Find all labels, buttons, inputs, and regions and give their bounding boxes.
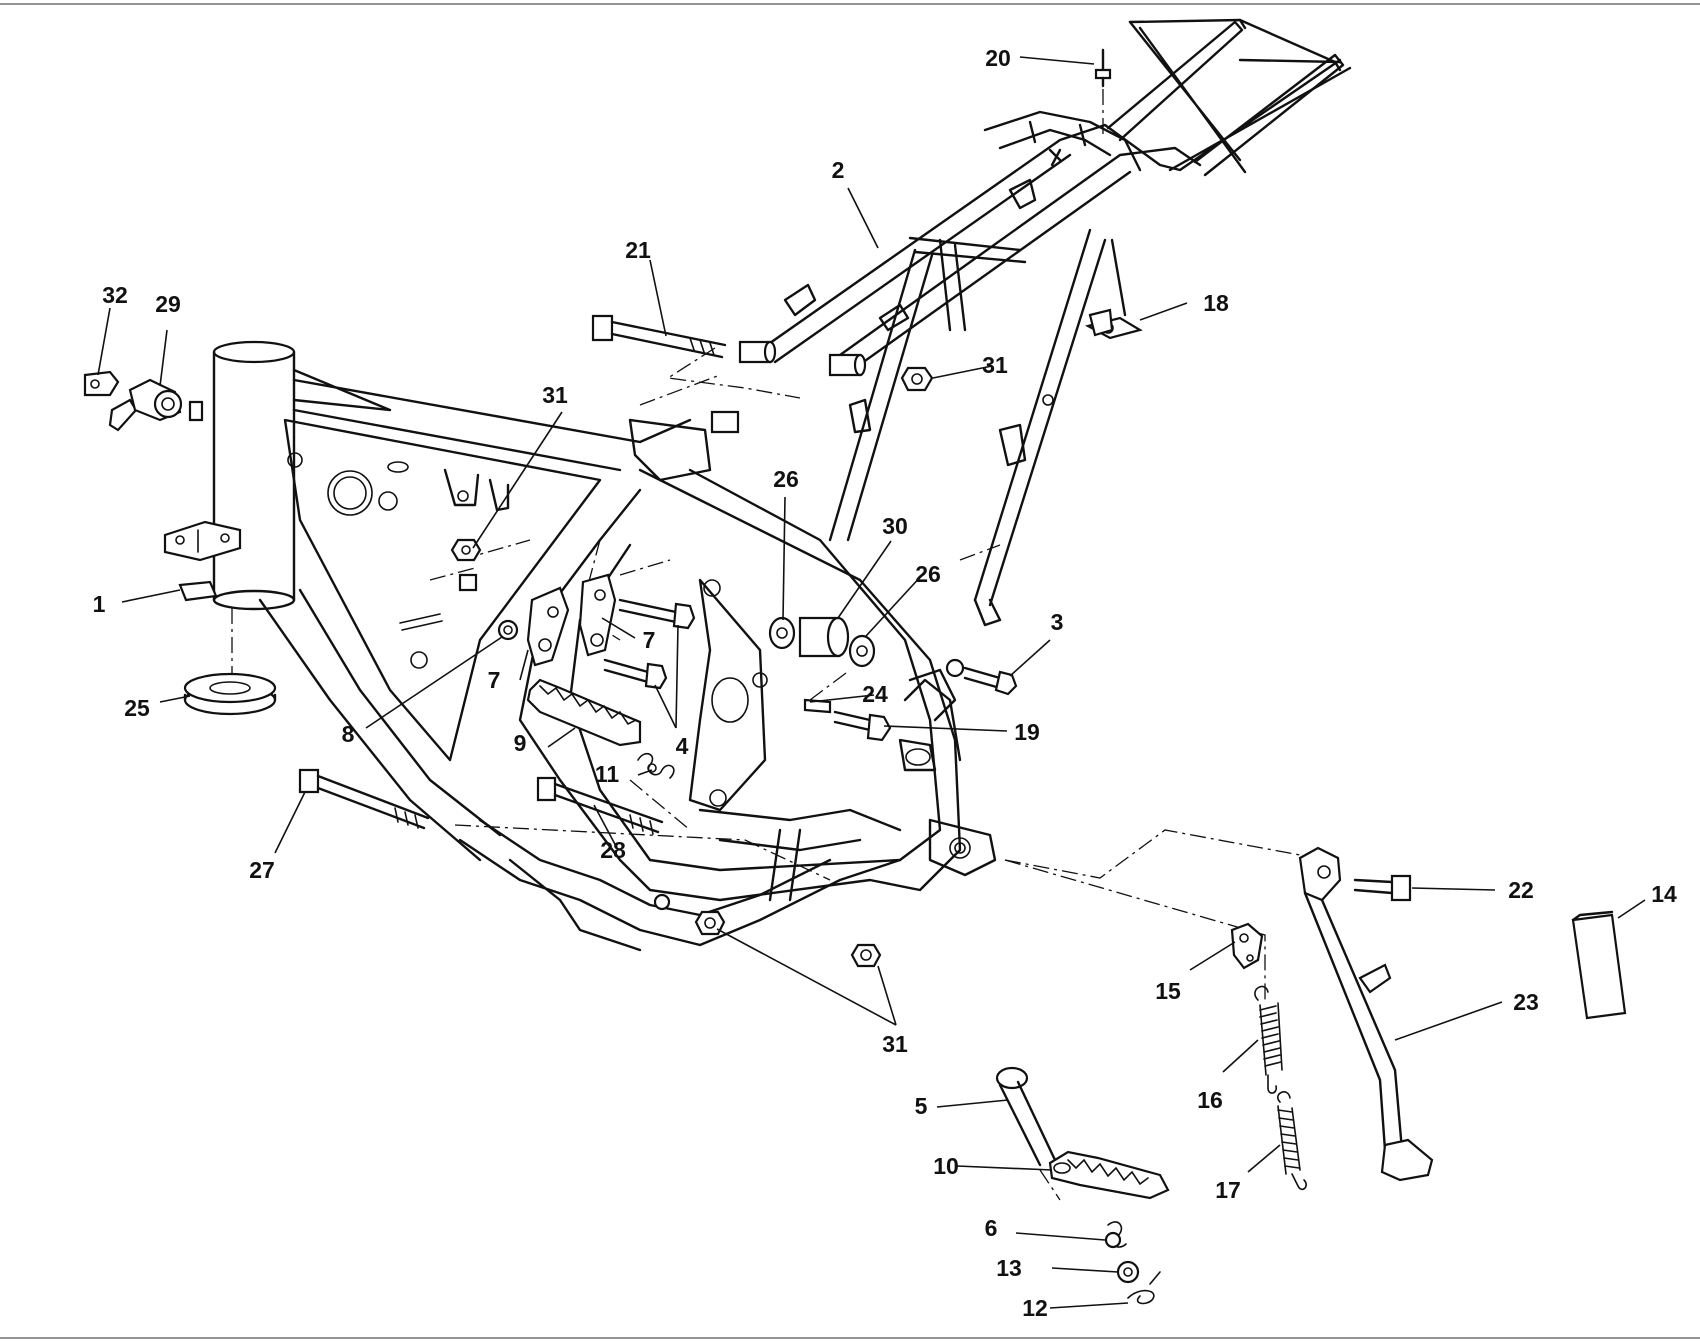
callout-32: 32 (102, 282, 128, 308)
bolt-3 (945, 658, 1018, 696)
key-32 (83, 370, 138, 432)
callout-15: 15 (1155, 978, 1181, 1004)
callout-14: 14 (1651, 881, 1677, 907)
callout-21: 21 (625, 237, 651, 263)
callout-9: 9 (514, 730, 527, 756)
callout-10: 10 (933, 1153, 959, 1179)
callout-19: 19 (1014, 719, 1040, 745)
nut-31-upper (900, 366, 934, 392)
bracket-7-right (578, 573, 617, 657)
callout-23: 23 (1513, 989, 1539, 1015)
callout-12: 12 (1022, 1295, 1048, 1321)
spring-17 (1277, 1091, 1307, 1191)
bolt-22 (1353, 874, 1412, 902)
callout-28: 28 (600, 837, 626, 863)
callout-8: 8 (342, 721, 355, 747)
nuts-31-lower (653, 893, 882, 968)
bolts-24-19 (803, 698, 892, 742)
nut-8 (497, 619, 519, 641)
spring-11 (637, 752, 675, 779)
callout-1: 1 (93, 591, 106, 617)
callout-31b: 31 (542, 382, 568, 408)
callout-11: 11 (595, 761, 620, 787)
bushings-26-30 (768, 616, 876, 668)
footpeg-10 (1048, 1150, 1170, 1200)
bushings (710, 340, 867, 434)
callout-labels: 1 2 3 4 5 6 7 7 8 9 10 11 12 13 14 15 16… (93, 45, 1677, 1321)
callout-30: 30 (882, 513, 908, 539)
callout-17: 17 (1215, 1177, 1241, 1203)
callout-29: 29 (155, 291, 181, 317)
pin-20 (1094, 48, 1112, 88)
callout-3: 3 (1051, 609, 1064, 635)
bolt-28 (536, 776, 664, 835)
callout-13: 13 (996, 1255, 1022, 1281)
callout-7b: 7 (488, 667, 501, 693)
callout-4: 4 (676, 733, 689, 759)
spring-6 (1104, 1221, 1127, 1249)
guide-1 (178, 580, 218, 602)
callout-5: 5 (915, 1093, 928, 1119)
callout-24: 24 (862, 681, 888, 707)
leader-lines (97, 56, 1646, 1309)
footpeg-9 (526, 678, 642, 747)
plate-15 (1230, 922, 1264, 970)
washer-13 (1116, 1260, 1140, 1284)
nut-31-left (450, 538, 482, 592)
clip-12 (1127, 1271, 1161, 1305)
spring-16 (1254, 985, 1283, 1094)
callout-2: 2 (832, 157, 845, 183)
callout-7a: 7 (643, 627, 656, 653)
callout-20: 20 (985, 45, 1011, 71)
bracket-7-left (526, 586, 570, 667)
callout-31c: 31 (882, 1031, 908, 1057)
callout-18: 18 (1203, 290, 1229, 316)
steering-lock-plate (163, 520, 242, 562)
callout-26b: 26 (915, 561, 941, 587)
bolts-4 (603, 598, 696, 690)
block-14 (1571, 910, 1627, 1020)
sidestand-23 (1298, 846, 1434, 1182)
callout-25: 25 (124, 695, 150, 721)
callout-6: 6 (985, 1215, 998, 1241)
callout-27: 27 (249, 857, 275, 883)
assembly-lines (231, 60, 1301, 1201)
main-frame (212, 340, 997, 952)
pin-5 (995, 1066, 1057, 1167)
callout-22: 22 (1508, 877, 1534, 903)
lock-29 (128, 378, 204, 422)
callout-26a: 26 (773, 466, 799, 492)
callout-31a: 31 (982, 352, 1008, 378)
rear-subframe (758, 18, 1352, 627)
seal-25 (183, 672, 277, 716)
bolt-21 (591, 314, 727, 359)
bracket-18 (1088, 308, 1114, 337)
bolt-27 (298, 768, 430, 830)
callout-16: 16 (1197, 1087, 1223, 1113)
